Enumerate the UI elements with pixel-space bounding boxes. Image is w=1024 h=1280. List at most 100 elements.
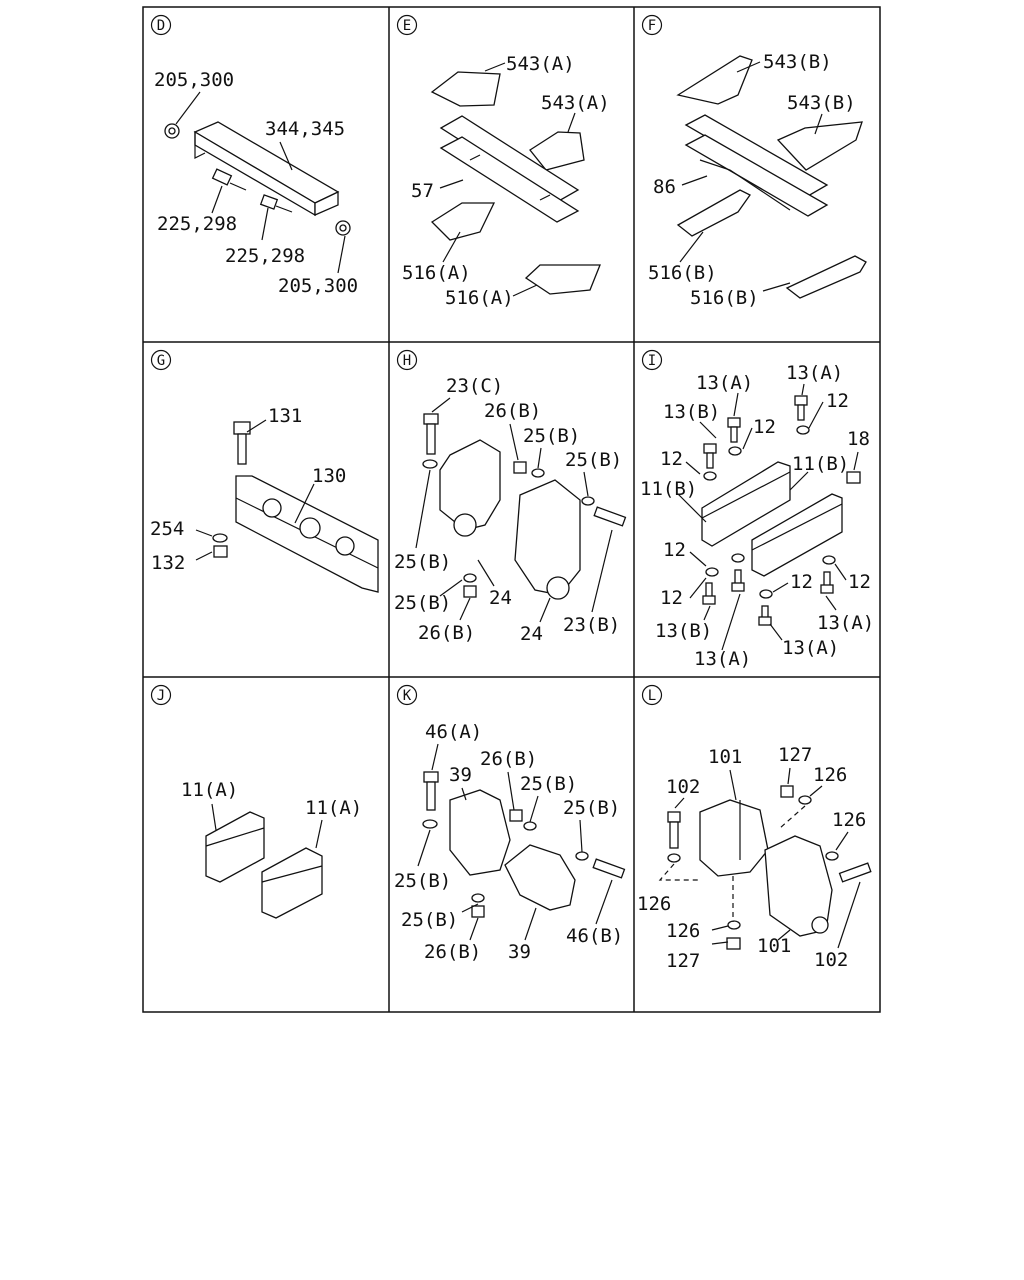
svg-text:E: E [403,18,411,34]
nut-icon [335,220,351,236]
callout-label: 127 [778,744,812,766]
nut-icon [513,461,527,474]
callout-label: 12 [790,571,813,593]
callout-label: 126 [813,764,847,786]
mount-bracket [764,835,833,937]
callout-label: 543(A) [506,53,575,75]
panel-d: D [150,14,351,274]
callout-label: 13(A) [782,637,839,659]
callout-label: 13(A) [696,372,753,394]
washer-icon [531,468,545,478]
washer-icon [523,821,537,831]
callout-label: 23(B) [563,614,620,636]
bolt-icon [211,168,247,191]
panel-j: J [150,684,323,919]
panel-e: E [396,14,601,297]
callout-label: 127 [666,950,700,972]
washer-icon [798,795,812,805]
washer-icon [575,851,589,861]
callout-label: 12 [753,416,776,438]
svg-text:G: G [157,353,165,369]
bolt-icon [667,811,681,849]
bracket-plate [205,811,265,883]
callout-label: 126 [666,920,700,942]
bolt-icon [233,421,251,465]
callout-label: 12 [848,571,871,593]
bolt-icon [727,417,741,443]
washer-icon [825,851,839,861]
gusset-plate [785,255,867,299]
panel-id-badge: E [396,14,418,36]
panel-id-badge: F [641,14,663,36]
washer-icon [728,446,742,456]
gusset-plate [676,55,753,105]
callout-label: 101 [708,746,742,768]
gusset-plate [430,71,501,107]
callout-label: 25(B) [563,797,620,819]
gusset-plate [430,202,496,241]
callout-label: 205,300 [278,275,358,297]
callout-label: 25(B) [520,773,577,795]
callout-label: 57 [411,180,434,202]
washer-icon [705,567,719,577]
callout-label: 26(B) [484,400,541,422]
callout-label: 25(B) [394,551,451,573]
svg-text:I: I [648,353,656,369]
washer-icon [822,555,836,565]
nut-icon [726,937,741,950]
panel-i: I [641,349,861,651]
bolt-icon [838,862,872,883]
callout-label: 26(B) [418,622,475,644]
panel-f: F [641,14,867,299]
callout-label: 12 [826,390,849,412]
washer-icon [731,553,745,563]
gusset-plate [776,121,863,171]
callout-label: 102 [814,949,848,971]
washer-icon [471,893,485,903]
callout-label: 516(A) [445,287,514,309]
callout-label: 12 [660,448,683,470]
svg-text:F: F [648,18,656,34]
callout-label: 23(C) [446,375,503,397]
washer-icon [581,496,595,506]
callout-label: 543(B) [787,92,856,114]
callout-label: 46(B) [566,925,623,947]
washer-icon [422,819,438,829]
callout-label: 25(B) [565,449,622,471]
panel-id-badge: G [150,349,172,371]
callout-label: 24 [489,587,512,609]
callout-label: 25(B) [394,592,451,614]
nut-icon [471,905,485,918]
callout-label: 26(B) [480,748,537,770]
washer-icon [703,471,717,481]
callout-label: 205,300 [154,69,234,91]
engine-mount-bracket [449,789,576,911]
callout-label: 516(B) [648,262,717,284]
svg-text:J: J [157,688,165,704]
svg-text:H: H [403,353,411,369]
washer-icon [759,589,773,599]
bolt-icon [702,582,716,605]
callout-label: 516(B) [690,287,759,309]
callout-label: 13(B) [655,620,712,642]
callout-label: 131 [268,405,302,427]
panel-id-badge: D [150,14,172,36]
mount-bracket [699,799,769,877]
callout-label: 12 [663,539,686,561]
washer-icon [463,573,477,583]
svg-text:K: K [403,688,412,704]
callout-label: 13(A) [786,362,843,384]
gusset-plate [524,264,601,295]
callout-label: 13(A) [694,648,751,670]
bracket-plate [261,847,323,919]
bolt-icon [758,605,772,626]
panel-id-badge: I [641,349,663,371]
callout-label: 46(A) [425,721,482,743]
callout-label: 11(A) [305,797,362,819]
bolt-icon [592,858,626,879]
callout-label: 102 [666,776,700,798]
panel-h: H [396,349,627,623]
bolt-icon [423,771,439,811]
callout-label: 225,298 [157,213,237,235]
